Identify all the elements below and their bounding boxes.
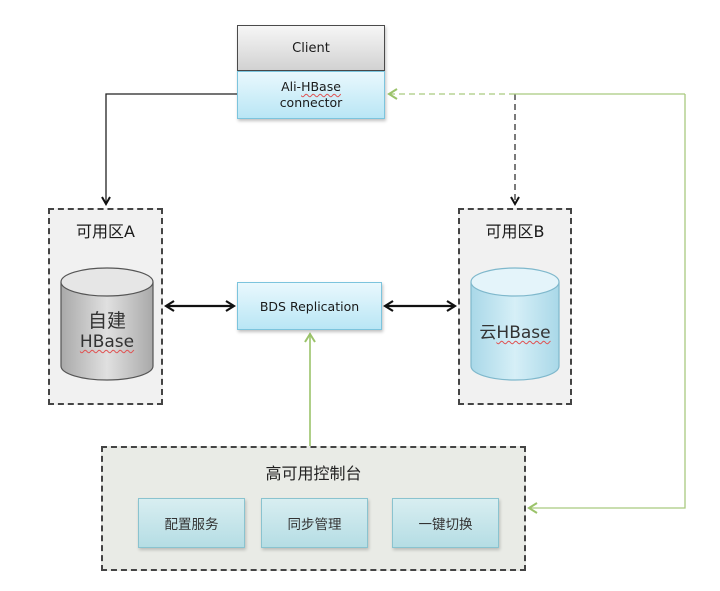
db-a-line1: 自建 — [87, 310, 126, 332]
connector-line2: connector — [279, 95, 343, 110]
one-click-switch-button[interactable]: 一键切换 — [392, 498, 499, 548]
green-return-line — [527, 94, 686, 514]
zone-a-title: 可用区A — [76, 222, 135, 241]
ali-hbase-connector-box[interactable]: Ali-HBase connector — [237, 71, 385, 119]
db-a-line2: HBase — [79, 332, 135, 352]
database-cylinder-icon — [470, 267, 560, 381]
bds-replication-label: BDS Replication — [259, 298, 360, 314]
ha-console-panel: 高可用控制台 配置服务 同步管理 一键切换 — [101, 446, 526, 571]
self-built-hbase-database[interactable]: 自建 HBase — [59, 266, 155, 384]
arrow-connector-to-zone-a — [106, 93, 237, 204]
config-service-label: 配置服务 — [164, 517, 219, 533]
connector-line1: Ali-HBase — [281, 79, 341, 94]
console-title: 高可用控制台 — [265, 464, 362, 483]
zone-b-title: 可用区B — [485, 222, 545, 241]
client-label: Client — [292, 40, 330, 56]
cloud-hbase-database[interactable]: 云HBase — [469, 266, 561, 384]
sync-management-label: 同步管理 — [287, 517, 342, 533]
config-service-button[interactable]: 配置服务 — [138, 498, 245, 548]
db-b-label: 云HBase — [479, 323, 551, 343]
one-click-switch-label: 一键切换 — [418, 517, 473, 533]
sync-management-button[interactable]: 同步管理 — [261, 498, 368, 548]
database-cylinder-icon — [60, 267, 154, 381]
bds-replication-box[interactable]: BDS Replication — [237, 282, 382, 330]
client-box[interactable]: Client — [237, 25, 385, 71]
